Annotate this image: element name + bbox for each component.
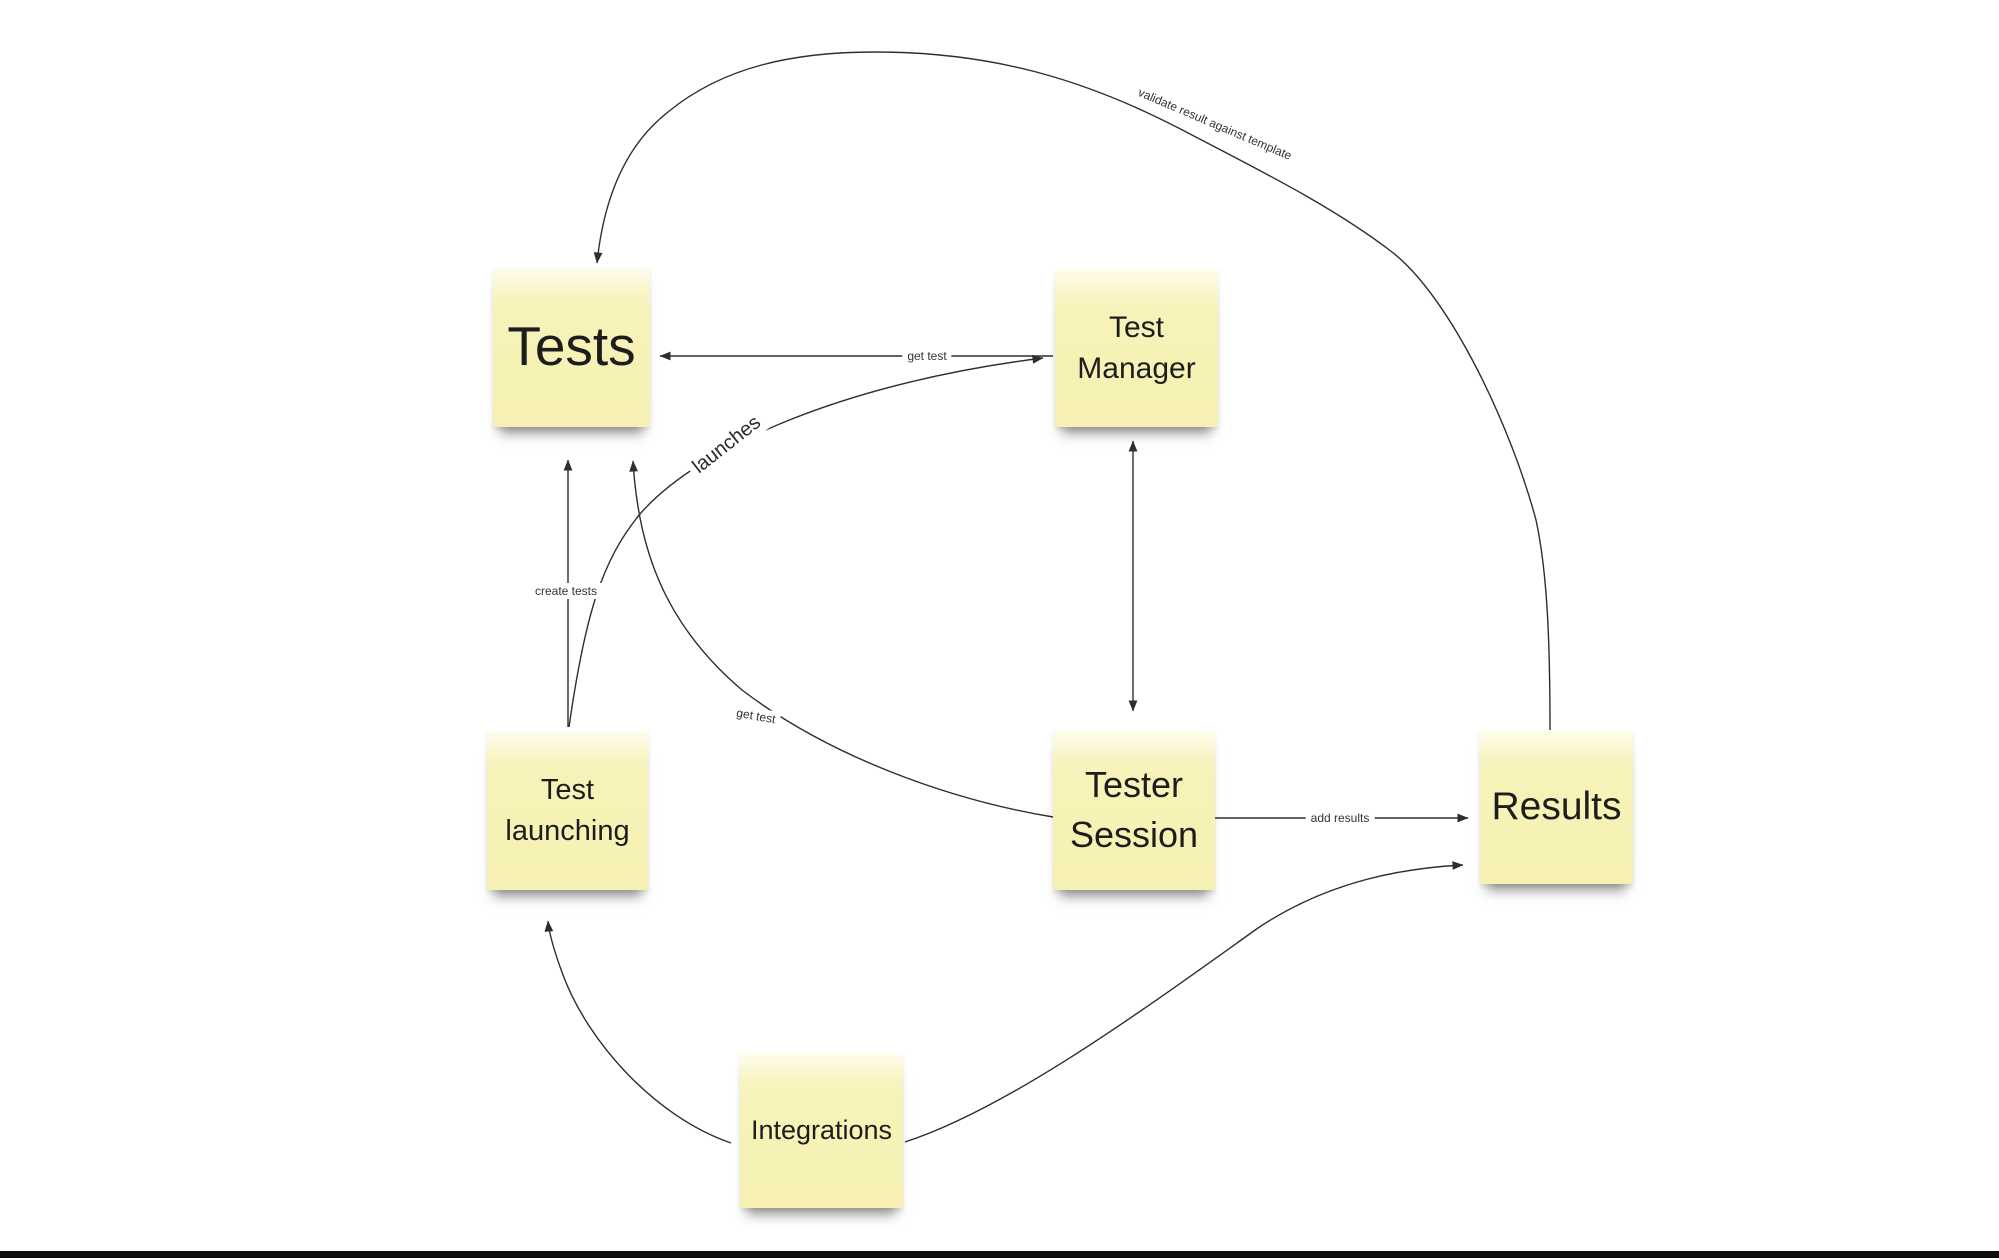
edge-launches (568, 354, 1044, 728)
sticky-note-test-manager[interactable]: Test Manager (1055, 269, 1218, 427)
sticky-note-tests[interactable]: Tests (493, 267, 650, 427)
sticky-note-results[interactable]: Results (1480, 730, 1633, 884)
edge-integrations-results (904, 861, 1464, 1143)
edge-get-test-mid (629, 460, 1054, 818)
sticky-note-test-launching[interactable]: Test launching (487, 731, 648, 890)
edge-label-get-test-top[interactable]: get test (902, 348, 952, 364)
edge-label-add-results[interactable]: add results (1305, 810, 1375, 826)
edge-integrations-launching (544, 920, 732, 1144)
edge-label-create-tests[interactable]: create tests (529, 583, 603, 599)
sticky-note-integrations[interactable]: Integrations (740, 1053, 903, 1208)
window-bottom-bar (0, 1251, 1999, 1258)
edge-validate-result (593, 51, 1551, 731)
sticky-note-tester-session[interactable]: Tester Session (1053, 730, 1215, 890)
